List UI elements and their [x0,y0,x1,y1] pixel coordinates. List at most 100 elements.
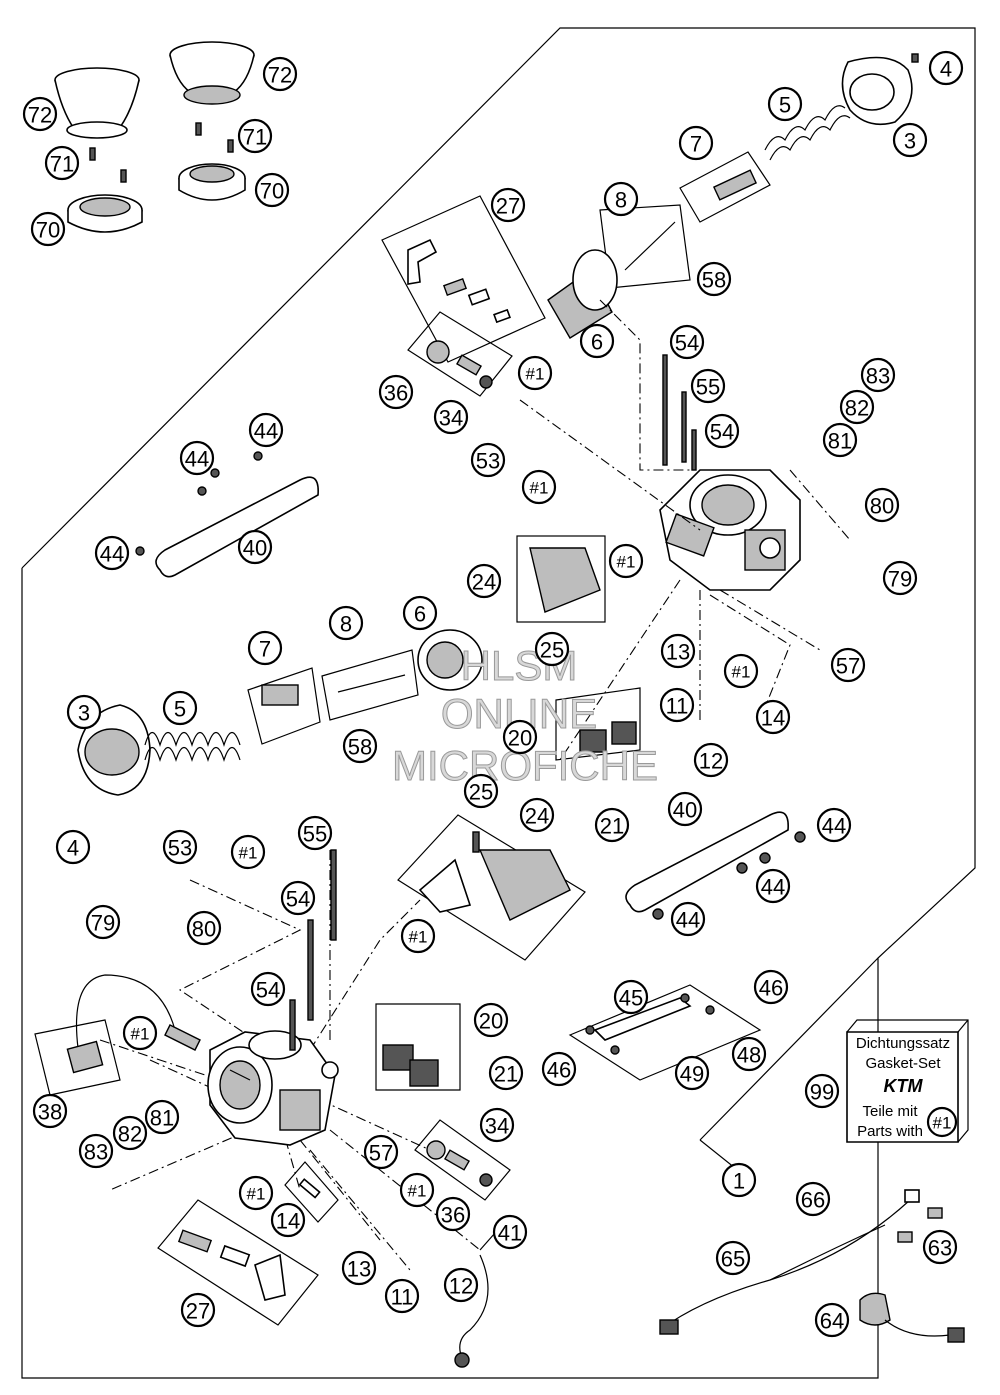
callout-label: 25 [540,638,564,663]
callout-label: 6 [591,330,603,355]
callout-label: 27 [186,1299,210,1324]
callout-72: 72 [262,56,298,92]
gasket-set-line3: Teile mit [862,1103,918,1120]
callout-circle [922,1229,958,1265]
callout-circle [280,880,316,916]
callout-circle [144,1099,180,1135]
callout-label: 12 [449,1274,473,1299]
callout-label: 3 [78,701,90,726]
callout-label: 57 [836,654,860,679]
callout-55: 55 [297,815,333,851]
wiring-harness [659,1189,965,1343]
callout-82: 82 [839,389,875,425]
callout-20: 20 [502,719,538,755]
callout-12: 12 [693,742,729,778]
ktm-logo: KTM [884,1076,924,1096]
callout-ref-1: #1 [399,1172,435,1208]
callout-34: 34 [433,399,469,435]
fuel-fitting-group-upper [381,195,546,363]
callout-label: 5 [174,697,186,722]
callout-circle [384,1278,420,1314]
callout-circle [435,1196,471,1232]
watermark: HLSM ONLINE MICROFICHE [392,642,659,790]
callout-53: 53 [162,829,198,865]
linkage-bar-lower [625,811,806,920]
callout-58: 58 [342,728,378,764]
callout-circle [882,560,918,596]
callout-circle [399,1172,435,1208]
callout-circle [66,694,102,730]
callout-circle [94,535,130,571]
callout-label: 79 [888,567,912,592]
callout-49: 49 [674,1055,710,1091]
callout-label: 70 [36,218,60,243]
callout-label: 54 [286,887,310,912]
callout-circle [179,440,215,476]
callout-circle [534,631,570,667]
watermark-line3: MICROFICHE [392,742,658,789]
callout-circle [433,399,469,435]
callout-7: 7 [678,125,714,161]
callout-circle [603,181,639,217]
callout-circle [517,355,553,391]
callout-label: 44 [254,419,278,444]
callout-circle [755,699,791,735]
callout-circle [112,1115,148,1151]
callout-label: 81 [150,1106,174,1131]
callout-54: 54 [669,324,705,360]
callout-label: 13 [347,1257,371,1282]
callout-63: 63 [922,1229,958,1265]
callout-8: 8 [603,181,639,217]
callout-circle [400,918,436,954]
callout-8: 8 [328,605,364,641]
callout-label: 48 [737,1043,761,1068]
callout-circle [804,1073,840,1109]
callout-25: 25 [534,631,570,667]
gasket-set-line4: Parts with [857,1123,923,1140]
callout-44: 44 [755,868,791,904]
callout-circle [162,690,198,726]
callout-circle [594,807,630,843]
callout-circle [363,1134,399,1170]
callout-46: 46 [541,1051,577,1087]
callout-label: 36 [441,1203,465,1228]
callout-72: 72 [22,96,58,132]
watermark-line2: ONLINE [441,690,597,737]
callout-54: 54 [250,971,286,1007]
callout-label: 20 [479,1009,503,1034]
callout-circle [466,563,502,599]
callout-label: 4 [940,57,952,82]
callout-24: 24 [466,563,502,599]
callout-circle [715,1240,751,1276]
callout-53: 53 [470,442,506,478]
callout-ref-1: #1 [238,1175,274,1211]
fuel-fitting-group-lower [157,1199,319,1326]
callout-label: 24 [472,570,496,595]
callout-80: 80 [186,910,222,946]
callout-54: 54 [280,880,316,916]
callout-label: 11 [666,694,689,719]
callout-circle [55,829,91,865]
callout-circle [521,469,557,505]
callout-circle [78,1133,114,1169]
callout-circle [693,742,729,778]
callout-circle [44,145,80,181]
callout-label: 72 [268,63,292,88]
callout-circle [723,653,759,689]
callout-circle [490,187,526,223]
callout-27: 27 [180,1292,216,1328]
callout-label: 53 [476,449,500,474]
callout-circle [248,412,284,448]
callout-circle [753,969,789,1005]
callout-label: 36 [384,381,408,406]
callout-14: 14 [270,1202,306,1238]
callout-circle [270,1202,306,1238]
callout-ref-1: #1 [122,1015,158,1051]
callout-label: 24 [525,804,549,829]
callout-circle [378,374,414,410]
callout-ref-1: #1 [400,918,436,954]
callout-label: 27 [496,194,520,219]
callout-1: 1 [721,1162,757,1198]
callout-label: 20 [508,726,532,751]
